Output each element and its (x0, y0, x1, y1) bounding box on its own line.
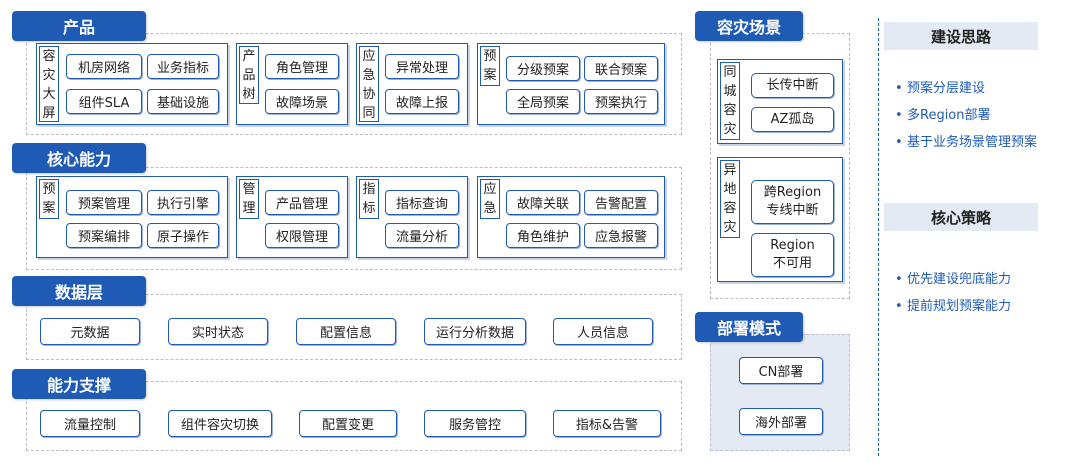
support-item[interactable]: 配置变更 (299, 410, 397, 437)
bullet-icon: • (895, 108, 903, 123)
group-label: 管理 (239, 179, 259, 219)
bullet-text: 多Region部署 (907, 108, 991, 123)
bullet-text: 基于业务场景管理预案 (907, 135, 1038, 150)
bullet-text: 提前规划预案能力 (907, 299, 1012, 314)
support-header: 能力支撑 (12, 369, 146, 399)
dr-scenario-header: 容灾场景 (695, 11, 803, 41)
group-label: 产品树 (239, 46, 259, 104)
core-group-plan: 预案 预案管理 执行引擎 预案编排 原子操作 (36, 176, 228, 258)
bullet-icon: • (895, 299, 903, 314)
bullet-icon: • (895, 81, 903, 96)
deploy-header-text: 部署模式 (716, 319, 781, 338)
support-item[interactable]: 服务管控 (424, 410, 526, 437)
product-item[interactable]: 基础设施 (147, 89, 219, 114)
data-layer-item[interactable]: 实时状态 (168, 318, 268, 345)
core-group-emergency: 应急 故障关联 告警配置 角色维护 应急报警 (477, 176, 665, 258)
product-group-emergency: 应急协同 异常处理 故障上报 (356, 43, 468, 125)
ideas-header-text: 建设思路 (930, 27, 991, 46)
group-label: 容灾大屏 (39, 46, 59, 122)
group-label: 应急 (480, 179, 500, 219)
core-item[interactable]: 指标查询 (385, 190, 459, 215)
support-item[interactable]: 流量控制 (40, 410, 140, 437)
dr-group-same-city: 同城容灾 长传中断 AZ孤岛 (717, 59, 843, 144)
core-item[interactable]: 应急报警 (584, 223, 658, 248)
bullet-icon: • (895, 272, 903, 287)
product-item[interactable]: 组件SLA (66, 89, 142, 114)
ideas-bullet: • 多Region部署 (895, 104, 991, 123)
product-item[interactable]: 故障场景 (265, 89, 339, 114)
product-item[interactable]: 预案执行 (584, 89, 658, 114)
bullet-text: 优先建设兜底能力 (907, 272, 1012, 287)
dr-item[interactable]: 跨Region 专线中断 (751, 180, 834, 224)
data-layer-header: 数据层 (12, 276, 146, 306)
core-item[interactable]: 流量分析 (385, 223, 459, 248)
ideas-bullet: • 预案分层建设 (895, 77, 985, 96)
product-group-tree: 产品树 角色管理 故障场景 (236, 43, 348, 125)
product-item[interactable]: 联合预案 (584, 56, 658, 81)
group-label: 应急协同 (359, 46, 379, 122)
dr-scenario-header-text: 容灾场景 (716, 18, 781, 37)
dr-group-remote: 异地容灾 跨Region 专线中断 Region 不可用 (717, 157, 843, 282)
core-item[interactable]: 预案管理 (66, 190, 142, 215)
product-item[interactable]: 业务指标 (147, 54, 219, 79)
data-layer-header-text: 数据层 (54, 283, 103, 302)
data-layer-item[interactable]: 运行分析数据 (424, 318, 526, 345)
core-item[interactable]: 故障关联 (506, 190, 580, 215)
group-label: 异地容灾 (720, 160, 740, 238)
core-item[interactable]: 角色维护 (506, 223, 580, 248)
product-item[interactable]: 全局预案 (506, 89, 580, 114)
product-group-plan: 预案 分级预案 联合预案 全局预案 预案执行 (477, 43, 665, 125)
dr-item[interactable]: Region 不可用 (751, 233, 834, 277)
strategy-bullet: • 优先建设兜底能力 (895, 268, 1011, 287)
group-label: 预案 (480, 46, 500, 86)
strategy-header-text: 核心策略 (930, 208, 991, 227)
data-layer-item[interactable]: 元数据 (40, 318, 140, 345)
data-layer-item[interactable]: 配置信息 (296, 318, 396, 345)
core-item[interactable]: 预案编排 (66, 223, 142, 248)
product-group-dashboard: 容灾大屏 机房网络 业务指标 组件SLA 基础设施 (36, 43, 228, 125)
core-item[interactable]: 告警配置 (584, 190, 658, 215)
deploy-header: 部署模式 (695, 312, 803, 342)
core-item[interactable]: 权限管理 (265, 223, 339, 248)
core-item[interactable]: 执行引擎 (147, 190, 219, 215)
deploy-item-cn[interactable]: CN部署 (739, 357, 823, 384)
product-header: 产品 (12, 11, 146, 41)
core-header: 核心能力 (12, 143, 146, 173)
product-item[interactable]: 分级预案 (506, 56, 580, 81)
support-header-text: 能力支撑 (46, 376, 111, 395)
group-label: 预案 (39, 179, 59, 219)
support-item[interactable]: 指标&告警 (553, 410, 661, 437)
group-label: 指标 (359, 179, 379, 219)
data-layer-item[interactable]: 人员信息 (553, 318, 653, 345)
ideas-bullet: • 基于业务场景管理预案 (895, 131, 1037, 150)
product-item[interactable]: 角色管理 (265, 54, 339, 79)
vertical-divider (878, 18, 879, 456)
bullet-icon: • (895, 135, 903, 150)
ideas-header: 建设思路 (884, 22, 1038, 50)
core-group-metric: 指标 指标查询 流量分析 (356, 176, 468, 258)
bullet-text: 预案分层建设 (907, 81, 986, 96)
core-group-manage: 管理 产品管理 权限管理 (236, 176, 348, 258)
product-item[interactable]: 异常处理 (385, 54, 459, 79)
product-header-text: 产品 (62, 18, 95, 37)
group-label: 同城容灾 (720, 62, 740, 140)
product-item[interactable]: 故障上报 (385, 89, 459, 114)
deploy-item-overseas[interactable]: 海外部署 (739, 408, 823, 435)
support-item[interactable]: 组件容灾切换 (168, 410, 272, 437)
dr-item[interactable]: 长传中断 (751, 73, 834, 98)
core-header-text: 核心能力 (46, 150, 111, 169)
strategy-header: 核心策略 (884, 203, 1038, 231)
dr-item[interactable]: AZ孤岛 (751, 107, 834, 132)
strategy-bullet: • 提前规划预案能力 (895, 295, 1011, 314)
core-item[interactable]: 产品管理 (265, 190, 339, 215)
product-item[interactable]: 机房网络 (66, 54, 142, 79)
core-item[interactable]: 原子操作 (147, 223, 219, 248)
